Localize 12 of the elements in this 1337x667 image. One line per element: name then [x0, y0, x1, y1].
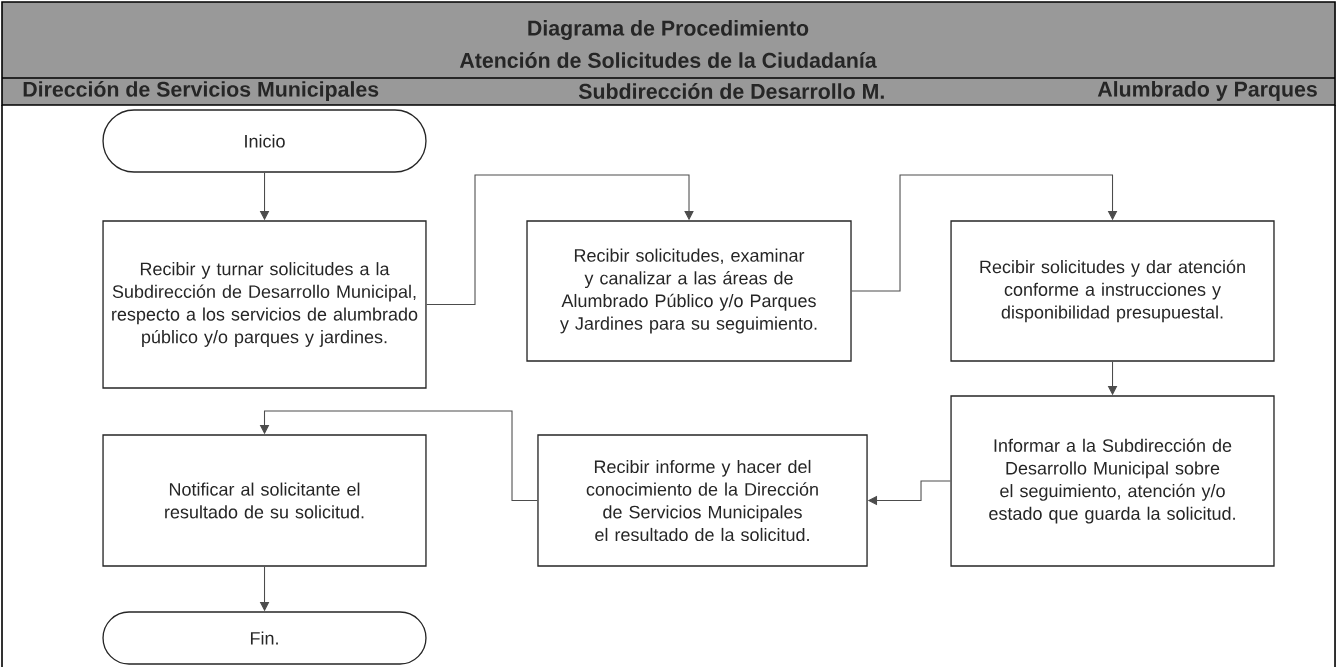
arrow — [851, 174, 1118, 292]
process-box: Recibir solicitudes, examinar y canalizar a las áreas de Alumbrado Público y/o Parques y Jardines para su seguimiento. — [526, 220, 852, 362]
process-box: Recibir solicitudes y dar atención conforme a instrucciones y disponibilidad presupuestal. — [950, 220, 1275, 362]
process-box: Informar a la Subdirección de Desarrollo Municipal sobre el seguimiento, atención y/o estado que guarda la solicitud. — [950, 395, 1275, 567]
title: Diagrama de Procedimiento — [528, 20, 809, 40]
process-box: Recibir informe y hacer del conocimiento de la Dirección de Servicios Municipales el resultado de la solicitud. — [537, 434, 868, 567]
process-box: Notificar al solicitante el resultado de su solicitud. — [102, 434, 427, 567]
lane-header: Subdirección de Desarrollo M. — [578, 83, 884, 99]
subtitle: Atención de Solicitudes de la Ciudadanía — [459, 52, 877, 68]
lane-header: Alumbrado y Parques — [1097, 81, 1317, 101]
process-box: Recibir y turnar solicitudes a la Subdirección de Desarrollo Municipal, respecto a los servicios de alumbrado público y/o parques y jardines. — [102, 220, 427, 389]
arrow — [426, 174, 694, 306]
